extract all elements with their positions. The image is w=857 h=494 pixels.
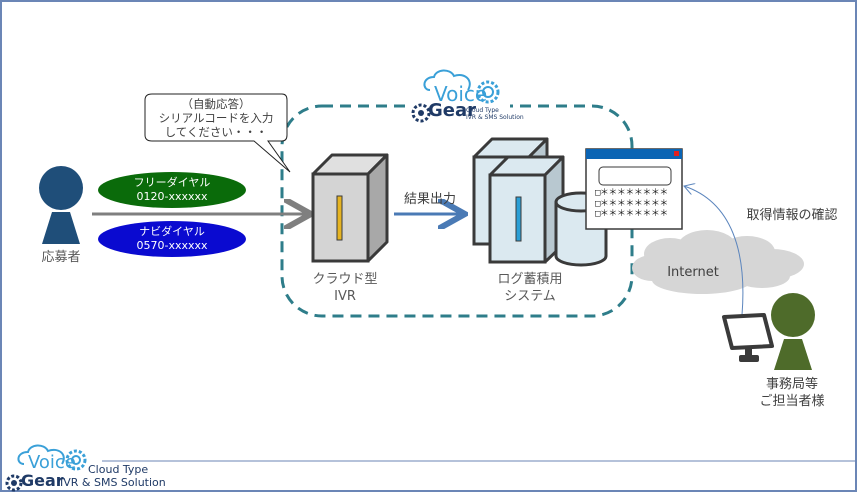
log-system-line1: ログ蓄積用 (497, 272, 563, 287)
confirm-arrow (684, 186, 744, 316)
staff-line2: ご担当者様 (759, 394, 825, 409)
voicegear-logo-center (411, 69, 500, 123)
ivr-label-line2: IVR (334, 289, 356, 304)
logo-center-voice: Voice (434, 82, 488, 106)
voicegear-logo-footer (5, 444, 87, 492)
checklist-row: □＊＊＊＊＊＊＊＊ (595, 188, 668, 198)
navi-dial-number: 0570-xxxxxx (136, 239, 208, 252)
logo-center-tagline: Cloud Type IVR & SMS Solution (466, 107, 524, 121)
applicant-person-icon (39, 166, 83, 244)
logo-footer-tag1: Cloud Type (88, 463, 149, 476)
speech-bubble-text: （自動応答） シリアルコードを入力 してください・・・ (145, 97, 287, 139)
free-dial-oval (98, 172, 246, 208)
ivr-label: クラウド型 IVR (300, 271, 390, 305)
logo-footer-voice: Voice (28, 452, 76, 473)
ivr-label-line1: クラウド型 (312, 272, 378, 287)
bubble-line-2: シリアルコードを入力 (158, 111, 274, 125)
checklist-row: □＊＊＊＊＊＊＊＊ (595, 209, 668, 219)
free-dial-number: 0120-xxxxxx (136, 190, 208, 203)
speech-bubble (144, 93, 291, 173)
logo-center-gear: Gear (428, 100, 477, 121)
result-output-label: 結果出力 (403, 192, 456, 207)
log-system-line2: システム (504, 289, 556, 304)
logo-footer-tag2: IVR & SMS Solution (60, 476, 166, 489)
app-window-icon (585, 148, 683, 230)
log-system-label: ログ蓄積用 システム (480, 271, 580, 305)
navi-dial-text: ナビダイヤル 0570-xxxxxx (98, 225, 246, 253)
confirm-label: 取得情報の確認 (746, 208, 838, 223)
ivr-server-icon (311, 153, 389, 263)
applicant-label: 応募者 (41, 250, 81, 265)
bubble-line-1: （自動応答） (181, 97, 251, 111)
logo-center-tag1: Cloud Type (466, 107, 499, 114)
internet-cloud-icon (632, 230, 804, 294)
checklist-row: □＊＊＊＊＊＊＊＊ (595, 198, 668, 209)
staff-person-icon (771, 293, 815, 370)
logo-footer-gear: Gear (21, 471, 64, 490)
bubble-line-3: してください・・・ (164, 125, 268, 139)
monitor-icon (722, 313, 774, 362)
staff-line1: 事務局等 (765, 377, 818, 392)
window-checklist: □＊＊＊＊＊＊＊＊ □＊＊＊＊＊＊＊＊ □＊＊＊＊＊＊＊＊ (595, 188, 668, 220)
staff-label: 事務局等 ご担当者様 (742, 376, 842, 410)
free-dial-name: フリーダイヤル (133, 176, 211, 189)
free-dial-text: フリーダイヤル 0120-xxxxxx (98, 176, 246, 204)
internet-label: Internet (667, 265, 719, 280)
navi-dial-oval (98, 221, 246, 257)
navi-dial-name: ナビダイヤル (139, 225, 205, 238)
logo-center-tag2: IVR & SMS Solution (466, 114, 524, 121)
log-server-icon (472, 137, 565, 264)
